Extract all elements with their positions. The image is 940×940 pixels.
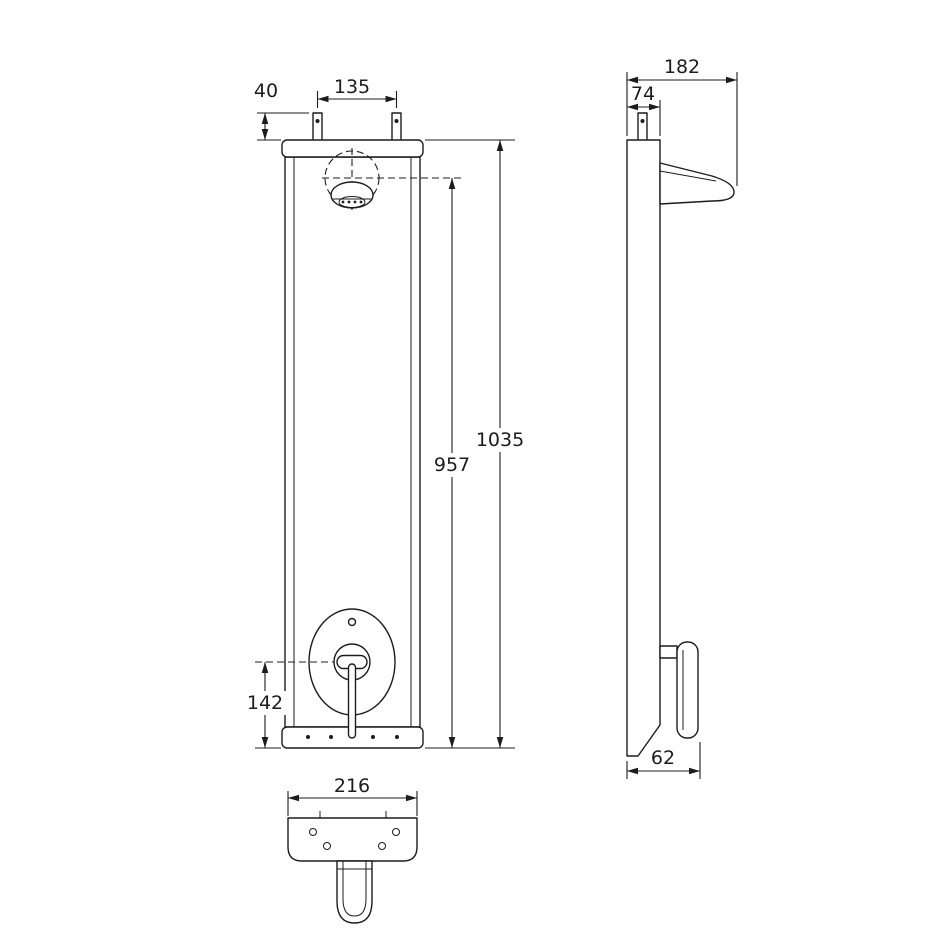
bottom-view: 216 bbox=[287, 775, 418, 924]
mixer-lever-front bbox=[347, 663, 357, 739]
dim-label-base-depth: 62 bbox=[651, 747, 675, 769]
panel-side-outline bbox=[626, 139, 661, 757]
mounting-bracket bbox=[287, 817, 418, 862]
dimension-overall-depth: 182 bbox=[626, 56, 738, 186]
dimension-panel-width: 216 bbox=[287, 775, 418, 816]
dimension-mixer-height: 142 bbox=[243, 662, 287, 749]
dimension-base-depth: 62 bbox=[626, 742, 701, 779]
shower-head-side bbox=[659, 162, 735, 205]
dim-label-overall-height: 1035 bbox=[476, 429, 524, 451]
dim-label-mixer-height: 142 bbox=[247, 692, 283, 714]
dim-label-panel-depth: 74 bbox=[631, 83, 655, 105]
dim-label-pin-height: 40 bbox=[254, 80, 278, 102]
side-view: 182 74 62 bbox=[626, 56, 738, 779]
dimension-heights: 1035 957 bbox=[425, 139, 526, 749]
inlet-pin-side bbox=[637, 112, 648, 142]
inlet-pin-left bbox=[312, 112, 323, 142]
mixer-control-front bbox=[255, 608, 396, 739]
dim-label-showerhead-height: 957 bbox=[434, 454, 470, 476]
mixer-lever-side bbox=[659, 641, 699, 739]
dimension-pin-height: 40 bbox=[254, 80, 309, 141]
spout-bottom bbox=[336, 860, 373, 924]
inlet-pin-right bbox=[391, 112, 402, 142]
front-view: 40 135 1035 957 142 bbox=[243, 76, 526, 749]
dimension-inlet-spacing: 135 bbox=[316, 76, 398, 108]
shower-head-front bbox=[322, 148, 462, 212]
dimension-panel-depth: 74 bbox=[627, 83, 661, 136]
dim-label-overall-depth: 182 bbox=[664, 56, 700, 78]
dim-label-panel-width: 216 bbox=[334, 775, 370, 797]
dim-label-inlet-spacing: 135 bbox=[334, 76, 370, 98]
